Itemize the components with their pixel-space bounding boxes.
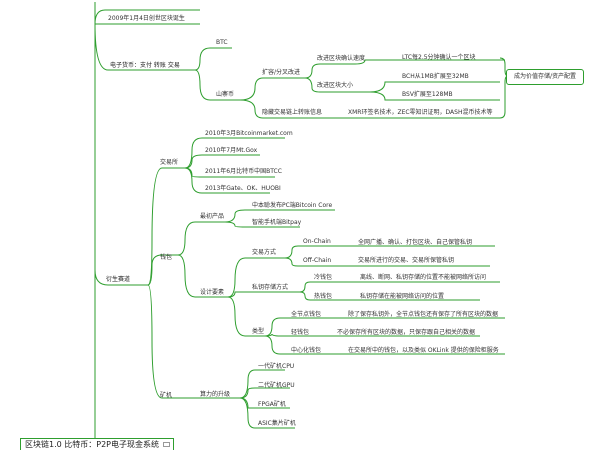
- edge-genesis: [94, 9, 200, 25]
- node-speed[interactable]: 改进区块确认速度: [317, 55, 366, 62]
- node-hot[interactable]: 热钱包: [314, 293, 333, 300]
- node-bitpay[interactable]: 智能手机端Bitpay: [252, 219, 302, 226]
- node-exchange[interactable]: 交易所: [160, 159, 179, 166]
- node-keystore[interactable]: 私钥存储方式: [252, 284, 289, 291]
- root-node[interactable]: 区块链1.0 比特币：P2P电子现金系统: [20, 438, 174, 450]
- node-expand[interactable]: 扩容/分叉改进: [262, 69, 301, 76]
- node-m4[interactable]: ASIC集片矿机: [258, 420, 296, 427]
- node-mining[interactable]: 矿机: [160, 392, 173, 399]
- node-design[interactable]: 设计要素: [200, 289, 225, 296]
- node-offchain[interactable]: Off-Chain: [303, 257, 332, 264]
- node-wallet[interactable]: 钱包: [160, 254, 173, 261]
- node-onchain-desc[interactable]: 全网广播、确认、打包区块、自己保管私钥: [358, 239, 473, 246]
- node-early[interactable]: 最初产品: [200, 213, 225, 220]
- node-altcoins[interactable]: 山寨币: [216, 91, 235, 98]
- node-m3[interactable]: FPGA矿机: [258, 401, 286, 408]
- node-genesis[interactable]: 2009年1月4日创世区块诞生: [108, 15, 185, 22]
- node-core[interactable]: 中本聪发布PC端Bitcoin Core: [252, 202, 333, 209]
- edge-derived: [94, 269, 148, 286]
- node-full-desc[interactable]: 除了保存私钥外，全节点钱包还有保存了所有区块的数据: [348, 311, 499, 318]
- node-light[interactable]: 轻钱包: [291, 329, 310, 336]
- summary-box[interactable]: 成为价值存储/资产配置: [506, 69, 584, 85]
- node-ex3[interactable]: 2011年6月比特币中国BTCC: [205, 168, 282, 175]
- node-central[interactable]: 中心化钱包: [291, 347, 322, 354]
- node-full[interactable]: 全节点钱包: [291, 311, 322, 318]
- node-size[interactable]: 改进区块大小: [317, 82, 354, 89]
- node-ecash[interactable]: 电子货币：支付 转账 交易: [110, 62, 180, 69]
- node-m2[interactable]: 二代矿机GPU: [258, 382, 295, 389]
- node-derived[interactable]: 衍生赛道: [106, 276, 131, 283]
- node-m1[interactable]: 一代矿机CPU: [258, 363, 295, 370]
- node-offchain-desc[interactable]: 交易所进行的交易、交易所保管私钥: [358, 257, 455, 264]
- node-light-desc[interactable]: 不必保存所有区块的数据，只保存跟自己相关的数据: [337, 329, 476, 336]
- node-btc[interactable]: BTC: [216, 39, 228, 46]
- collapse-icon[interactable]: [163, 442, 171, 447]
- node-ex4[interactable]: 2013年Gate、OK、HUOBI: [205, 185, 281, 192]
- node-cold-desc[interactable]: 离线、断网、私钥存储的位置不能被网络所访问: [360, 274, 487, 281]
- node-ltc[interactable]: LTC每2.5分钟确认一个区块: [402, 54, 476, 61]
- node-hot-desc[interactable]: 私钥存储在能被网络访问的位置: [360, 293, 445, 300]
- node-ex1[interactable]: 2010年3月Bitcoinmarket.com: [205, 130, 293, 137]
- node-onchain[interactable]: On-Chain: [303, 238, 331, 245]
- node-central-desc[interactable]: 在交易所中的钱包，以及类似 OKLink 提供的保险柜服务: [348, 347, 499, 354]
- edge-ecash: [94, 23, 195, 71]
- root-label: 区块链1.0 比特币：P2P电子现金系统: [25, 440, 160, 449]
- node-bch[interactable]: BCH从1MB扩展至32MB: [402, 73, 469, 80]
- node-hashpower[interactable]: 算力的升级: [200, 391, 231, 398]
- node-bsv[interactable]: BSV扩展至128MB: [402, 91, 453, 98]
- node-privacy-coins[interactable]: XMR环签名技术，ZEC零知识证明，DASH混币技术等: [348, 109, 493, 116]
- node-privacy[interactable]: 隐藏交易链上转账信息: [262, 109, 323, 116]
- node-cold[interactable]: 冷钱包: [314, 274, 333, 281]
- node-type[interactable]: 类型: [252, 328, 265, 335]
- node-txmode[interactable]: 交易方式: [252, 249, 277, 256]
- node-ex2[interactable]: 2010年7月Mt.Gox: [205, 147, 258, 154]
